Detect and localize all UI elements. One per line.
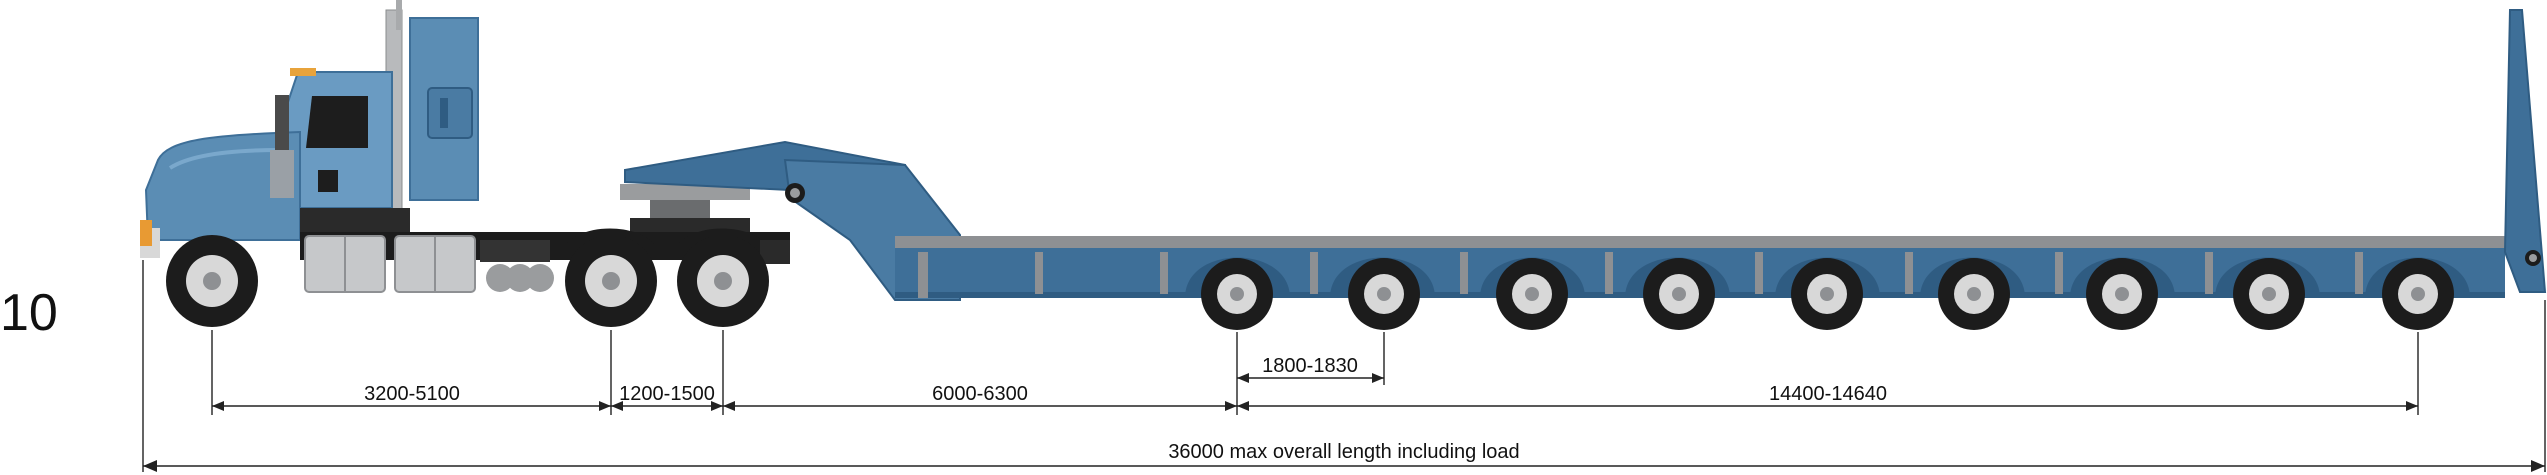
wheel [1791, 258, 1863, 330]
low-loader-trailer-icon [624, 9, 2547, 301]
label-overall-length: 36000 max overall length including load [1168, 441, 1519, 463]
dimension-lines [142, 260, 2546, 472]
wheel [1938, 258, 2010, 330]
prime-mover-truck-icon [140, 0, 790, 293]
wheel [2086, 258, 2158, 330]
wheel [166, 235, 258, 327]
wheel [1643, 258, 1715, 330]
label-trailer-axle-group: 14400-14640 [1769, 383, 1887, 405]
wheel [1348, 258, 1420, 330]
wheel [1201, 258, 1273, 330]
wheel [2233, 258, 2305, 330]
wheel [2382, 258, 2454, 330]
label-drive-axle-spread: 1200-1500 [619, 383, 715, 405]
wheel [677, 235, 769, 327]
label-axle-spacing: 1800-1830 [1262, 355, 1358, 377]
label-tractor-wheelbase: 3200-5100 [364, 383, 460, 405]
wheels [166, 235, 2454, 330]
wheel [565, 235, 657, 327]
row-label: 10 [0, 284, 58, 342]
wheel [1496, 258, 1568, 330]
label-kingpin-first-axle: 6000-6300 [932, 383, 1028, 405]
